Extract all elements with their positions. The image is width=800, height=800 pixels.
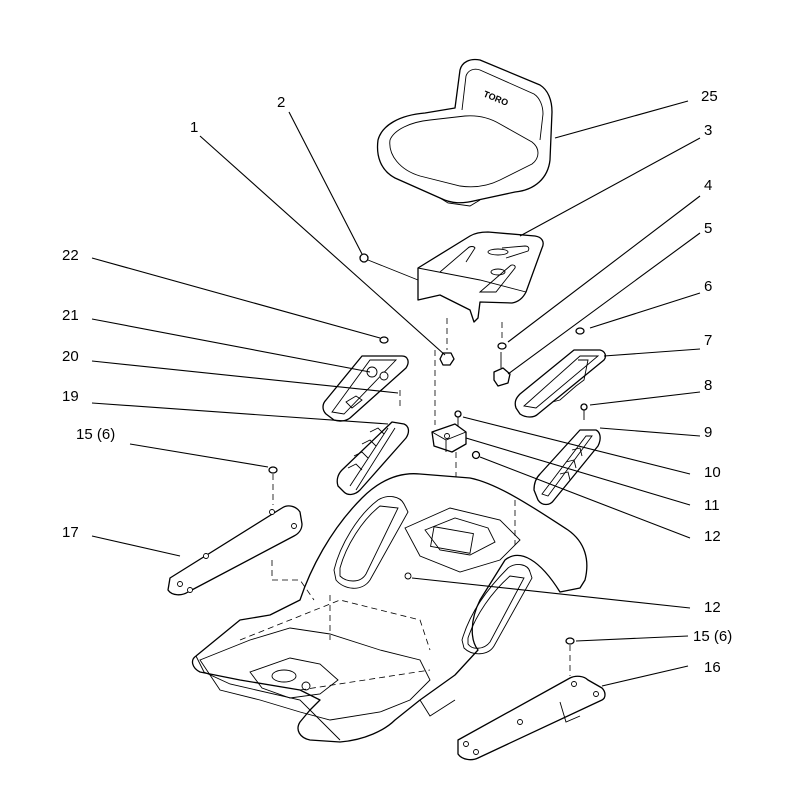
callout-19: 19 [62,388,79,405]
callout-25: 25 [701,88,718,105]
right-cover-7 [514,349,607,418]
callout-5: 5 [704,220,712,237]
callout-12-b: 12 [704,599,721,616]
callout-4: 4 [704,177,712,194]
foot-plate-16 [457,675,606,761]
seat: TORO [376,58,553,207]
callout-11: 11 [704,497,720,514]
callout-3: 3 [704,122,712,139]
knob-5 [493,367,511,387]
left-cover-19 [336,421,410,496]
callout-15-bot: 15 (6) [693,628,732,645]
callout-20: 20 [62,348,79,365]
cap-22 [379,336,389,344]
callout-21: 21 [62,307,79,324]
bolt-10 [454,410,462,418]
callout-22: 22 [62,247,79,264]
callout-12-a: 12 [704,528,721,545]
callout-6: 6 [704,278,712,295]
callout-1: 1 [190,119,198,136]
cap-15a [268,466,278,474]
right-cover-9 [533,429,601,506]
washer-4 [497,342,507,350]
callout-17: 17 [62,524,79,541]
callout-15-top: 15 (6) [76,426,115,443]
screw-8 [580,403,588,411]
callout-9: 9 [704,424,712,441]
fender-chassis [191,473,588,743]
hardware [268,253,588,676]
callout-16: 16 [704,659,721,676]
callout-7: 7 [704,332,712,349]
callout-10: 10 [704,464,721,481]
callout-2: 2 [277,94,285,111]
bracket-11 [431,423,467,545]
leader-lines [91,100,701,687]
callout-labels: 1 2 25 3 4 5 22 6 21 7 20 8 19 9 15 (6) … [62,88,732,676]
nut-1 [439,352,455,366]
callout-8: 8 [704,377,712,394]
foot-plate-17 [167,505,303,596]
cap-15b [565,637,575,645]
nut-2 [359,253,369,263]
cap-6 [575,327,585,335]
seat-plate [417,231,544,323]
nut-12a [471,450,481,460]
